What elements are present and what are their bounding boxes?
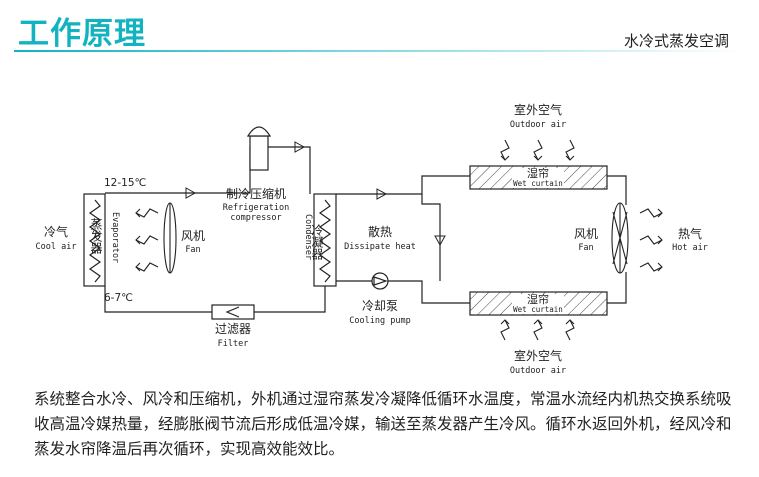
hot-air-arrows: [639, 208, 663, 272]
left-fan-label-zh: 风机: [181, 229, 205, 243]
outdoor-air-bottom-arrows: [500, 319, 575, 341]
right-fan-icon: [611, 202, 629, 274]
outdoor-top-label-en: Outdoor air: [510, 120, 566, 130]
left-fan-icon: [163, 202, 177, 274]
flow-arrow-icon: [376, 188, 388, 200]
evaporator-label-zh: 蒸发器: [89, 218, 103, 255]
condenser-coil: [318, 199, 332, 283]
flow-arrow-icon: [434, 235, 446, 247]
page-title: 工作原理: [18, 16, 146, 52]
flow-arrow-icon: [294, 141, 306, 153]
pump-icon: [371, 272, 389, 290]
hot-air-label-zh: 热气: [678, 226, 702, 241]
wet-bottom-label-en: Wet curtain: [513, 305, 563, 314]
pump-label-zh: 冷却泵: [362, 299, 398, 313]
compressor-label-en-1: Refrigeration: [223, 203, 290, 213]
outdoor-air-top-arrows: [500, 139, 575, 161]
left-fan-label-en: Fan: [185, 245, 200, 255]
wet-bottom-label-zh: 湿帘: [527, 292, 549, 306]
compressor-label-en-2: compressor: [230, 213, 281, 223]
right-fan-label-en: Fan: [578, 243, 593, 253]
filter-icon: [211, 304, 255, 320]
flow-arrow-icon: [185, 187, 197, 199]
filter-label-zh: 过滤器: [215, 322, 251, 336]
condenser-label-zh: 冷凝器: [310, 224, 324, 261]
compressor-label-zh: 制冷压缩机: [226, 186, 286, 201]
title-underline: [14, 50, 742, 52]
dissipate-label-zh: 散热: [368, 224, 392, 239]
temp-high-label: 12-15℃: [104, 177, 146, 189]
wet-bottom-label-bg: [512, 294, 564, 314]
wet-top-label-bg: [512, 168, 564, 188]
wet-top-label-zh: 湿帘: [527, 166, 549, 180]
dissipate-label-en: Dissipate heat: [344, 242, 416, 252]
evaporator-box: [83, 193, 106, 287]
refrigerant-loop: [83, 146, 337, 313]
filter-label-en: Filter: [218, 339, 249, 349]
cool-air-label-en: Cool air: [36, 242, 77, 252]
outdoor-bottom-label-zh: 室外空气: [514, 348, 562, 363]
evaporator-coil: [88, 199, 102, 283]
outdoor-bottom-label-en: Outdoor air: [510, 366, 566, 376]
outdoor-top-label-zh: 室外空气: [514, 102, 562, 117]
wet-top-label-en: Wet curtain: [513, 179, 563, 188]
cool-air-arrows: [135, 208, 159, 272]
pump-label-en: Cooling pump: [349, 316, 410, 326]
condenser-label-en: Condenser: [303, 214, 313, 260]
temp-low-label: 6-7℃: [104, 292, 133, 304]
right-fan-label-zh: 风机: [574, 227, 598, 241]
evaporator-label-en: Evaporator: [110, 212, 120, 263]
page-subtitle: 水冷式蒸发空调: [623, 32, 729, 50]
cool-air-label-zh: 冷气: [44, 224, 68, 239]
hot-air-label-en: Hot air: [672, 243, 708, 253]
description-paragraph: 系统整合水冷、风冷和压缩机，外机通过湿帘蒸发冷凝降低循环水温度，常温水流经内机热…: [34, 390, 732, 458]
compressor-icon: [246, 126, 272, 171]
